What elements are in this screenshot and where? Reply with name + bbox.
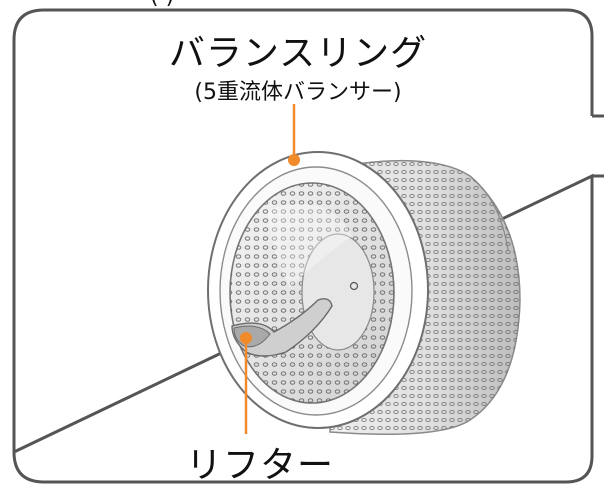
balance-ring-sublabel: (5重流体バランサー) (194, 80, 402, 105)
balance-ring-label: バランスリング (168, 33, 428, 74)
balance-ring-leader-dot (288, 154, 300, 166)
frame-border (12, 8, 594, 484)
lifter-label: リフター (186, 445, 335, 486)
drum-interior (229, 182, 395, 404)
lifter-leader-dot (240, 332, 252, 344)
header-fragment: ( ) (150, 0, 174, 9)
